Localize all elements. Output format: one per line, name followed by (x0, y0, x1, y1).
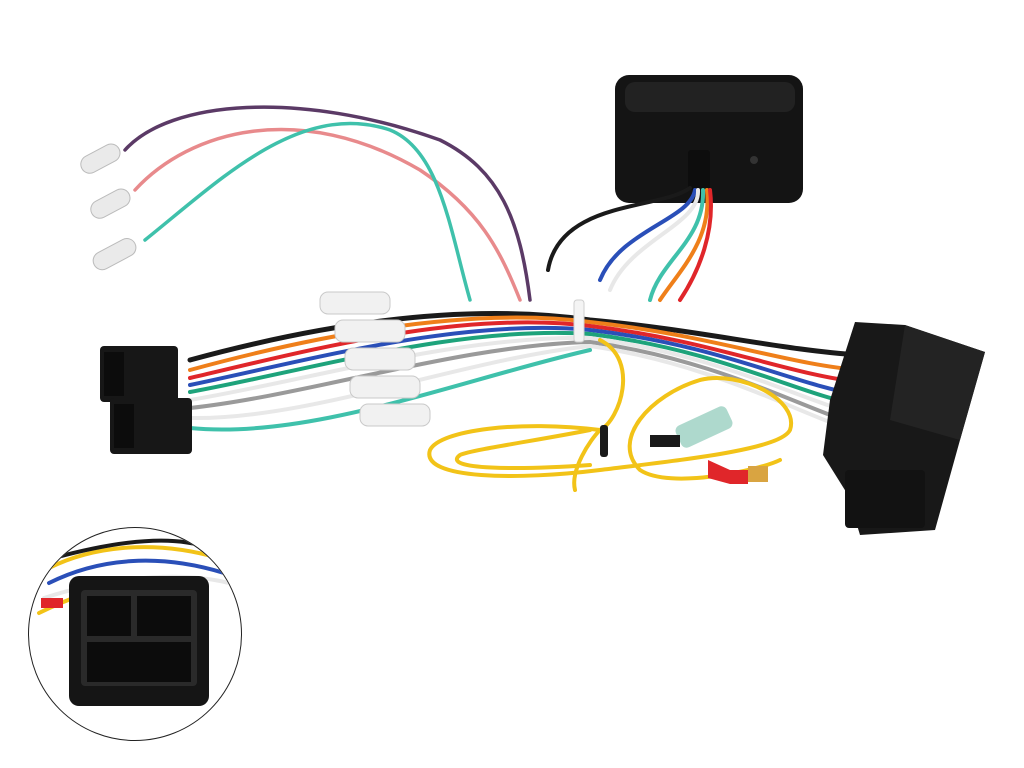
yellow-coil (427, 338, 794, 492)
wire-bundle (187, 311, 863, 434)
flying-leads (123, 105, 532, 302)
cable-tie (573, 299, 585, 343)
module-wires (546, 186, 713, 302)
inset-closeup (28, 527, 242, 741)
inline-fuses (319, 291, 431, 427)
bullet-connector-icon (80, 143, 137, 271)
iso-connector-left (100, 346, 192, 454)
quadlock-connector-right (823, 322, 985, 535)
status-led (750, 156, 758, 164)
interface-module (615, 75, 803, 203)
cable-tie (600, 425, 608, 457)
fuse-holder (650, 406, 768, 484)
